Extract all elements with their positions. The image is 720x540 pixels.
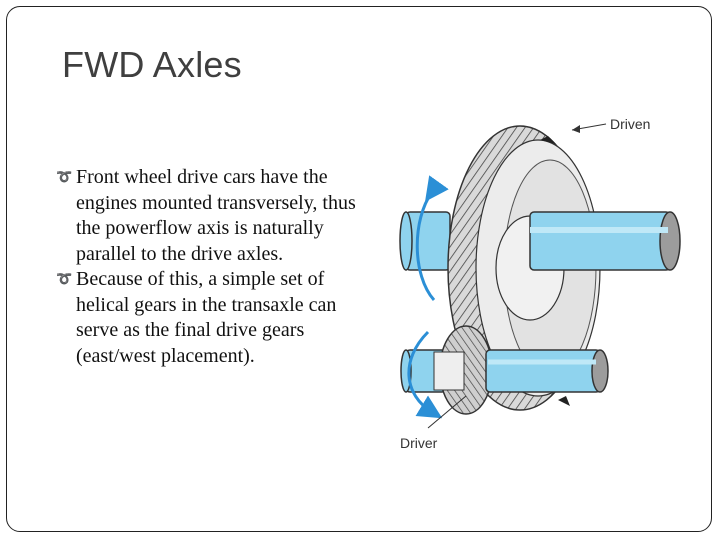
driver-label: Driver <box>400 435 438 451</box>
driver-rotation-arrow <box>407 330 443 419</box>
driven-right-shaft <box>529 211 681 271</box>
slide-title: FWD Axles <box>62 44 242 85</box>
driver-leader-line <box>427 395 467 429</box>
bullet-item: ➰ Front wheel drive cars have the engine… <box>56 165 376 267</box>
bullet-text: Because of this, a simple set of helical… <box>76 268 337 367</box>
bullet-list: ➰ Front wheel drive cars have the engine… <box>56 165 376 369</box>
bullet-item: ➰ Because of this, a simple set of helic… <box>56 267 376 369</box>
curved-bullet-icon: ➰ <box>56 170 73 185</box>
driven-rotation-arrow <box>415 175 449 301</box>
driver-right-shaft <box>485 349 609 393</box>
driven-label: Driven <box>610 116 650 132</box>
driver-gear <box>400 325 493 415</box>
bullet-text: Front wheel drive cars have the engines … <box>76 166 356 265</box>
driven-leader-arrow <box>572 125 580 133</box>
gear-illustration: Driven Driver <box>399 116 681 451</box>
driven-left-shaft <box>399 211 451 271</box>
curved-bullet-icon: ➰ <box>56 272 73 287</box>
